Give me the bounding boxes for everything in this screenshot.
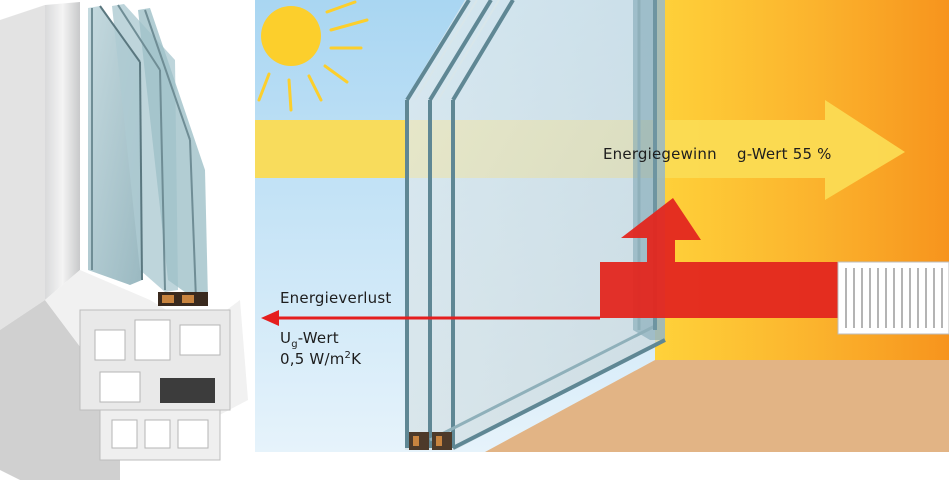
radiator-icon (837, 261, 949, 335)
energy-loss-label: Energieverlust (280, 289, 392, 307)
energy-diagram-graphic (255, 0, 949, 452)
energy-loss-arrow (261, 310, 600, 326)
u-symbol: U (280, 329, 292, 347)
energy-gain-label: Energiegewinn (603, 145, 717, 163)
u-suffix: -Wert (297, 329, 339, 347)
window-profile-drawing (0, 2, 248, 480)
u-value-name: Ug-Wert (280, 329, 339, 350)
indoor-floor (485, 360, 949, 452)
energy-diagram: Energiegewinn g-Wert 55 % Energieverlust… (255, 0, 949, 452)
sun-icon (257, 0, 369, 112)
heat-reflection-arrow (600, 198, 838, 318)
u-value-unit: K (351, 350, 362, 368)
u-value-number: 0,5 W/m2K (280, 350, 361, 368)
window-profile-illustration (0, 0, 248, 480)
u-subscript: g (291, 339, 298, 350)
u-value-main: 0,5 W/m (280, 350, 345, 368)
u-value-exponent: 2 (344, 350, 352, 361)
g-value-label: g-Wert 55 % (737, 145, 832, 163)
